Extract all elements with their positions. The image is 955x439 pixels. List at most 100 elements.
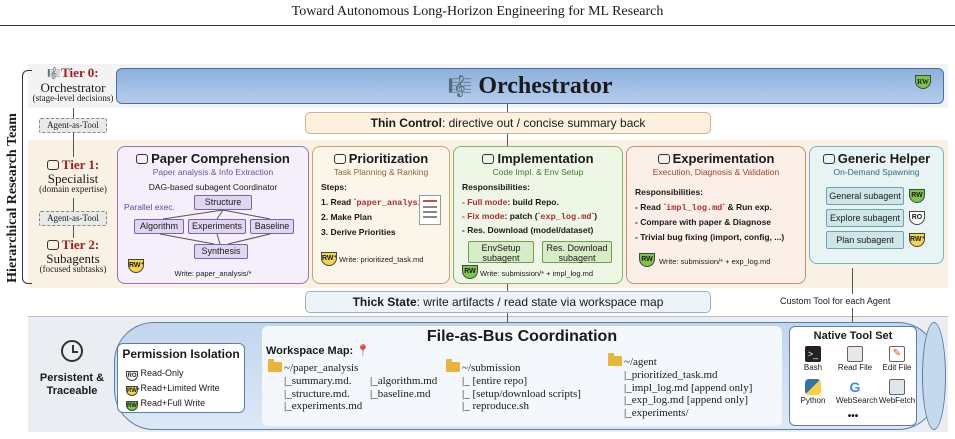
header-rule [0,25,955,26]
exp-r2: - Compare with paper & Diagnose [635,217,772,227]
gen-subtitle: On-Demand Spawning [833,167,920,177]
orchestrator-title: Orchestrator [478,73,613,99]
node-synthesis: Synthesis [194,244,248,259]
custom-tool-label: Custom Tool for each Agent [780,296,891,306]
impl-r3: - Res. Download (model/dataset) [462,225,594,235]
map-pin-icon: 📍 [356,345,370,357]
conductor-icon: 🎼 [47,68,62,80]
impl-r1: - Full mode: build Repo. [462,197,559,207]
impl-title: Implementation [497,151,594,166]
paper-write-label: Write: paper_analysis/* [174,269,252,278]
explore-subagent: Explore subagent [826,209,904,227]
persistent-traceable: Persistent & Traceable [39,372,105,397]
folder-submission: ~/submission [446,359,521,375]
native-title: Native Tool Set [813,330,893,342]
envsetup-subagent: EnvSetup subagent [468,241,534,263]
tier0-title: Tier 0: [61,65,99,80]
folder-icon [446,359,460,372]
tier2-label: Tier 2: Subagents (focused subtasks) [30,238,116,275]
permission-isolation: Permission Isolation RO Read-Only RW⁺ Re… [117,343,245,413]
connector-line [73,198,74,212]
rw-plus-badge: RW⁺ [128,259,144,273]
cylinder-cap [922,322,946,430]
rw-plus-badge: RW⁺ [321,252,337,266]
thick-state-bold: Thick State [352,295,417,309]
orchestrator-bar: 🎼 Orchestrator RW [116,68,944,104]
dag-coordinator-label: DAG-based subagent Coordinator [148,182,278,192]
robot-icon [482,154,495,164]
folder-icon [268,359,282,372]
side-label-text: Hierarchical Research Team [5,113,20,283]
rw-plus-badge: RW⁺ [909,233,925,247]
tier0-name: Orchestrator [40,79,106,95]
document-icon [419,195,441,225]
prioritization-card: Prioritization Task Planning & Ranking S… [312,146,450,284]
connector-line [73,226,74,238]
prio-subtitle: Task Planning & Ranking [333,167,429,177]
paper-files-col2: |_algorithm.md |_baseline.md [370,375,438,400]
webfetch-icon [889,379,905,395]
folder-icon [608,353,622,366]
arrow-line [507,134,508,146]
implementation-card: Implementation Code Impl. & Env Setup Re… [453,146,623,284]
impl-subtitle: Code Impl. & Env Setup [492,167,584,177]
robot-icon [822,154,835,164]
parallel-exec-label: Parallel exec. [124,202,176,212]
robot-icon [46,240,59,250]
rw-badge: RW [909,189,925,203]
robot-icon [46,160,59,170]
thin-control: Thin Control: directive out / concise su… [305,112,711,134]
arrow-line [507,104,508,112]
arrow-line [852,268,853,294]
thin-control-rest: : directive out / concise summary back [441,116,646,130]
more-tools: ••• [847,411,859,422]
connector-line [73,108,74,118]
robot-icon [333,154,346,164]
steps-label: Steps: [321,182,347,192]
generic-helper-card: Generic Helper On-Demand Spawning Genera… [809,146,944,264]
exp-r3: - Trivial bug fixing (import, config, ..… [635,232,785,242]
exp-write-label: Write: submission/* + exp_log.md [659,257,771,266]
rw-badge: RW [639,253,655,267]
exp-resp-label: Responsibilities: [635,187,704,197]
workspace-map-label: Workspace Map: 📍 [266,345,370,357]
file-as-bus-title: File-as-Bus Coordination [426,328,618,345]
page-header: Toward Autonomous Long-Horizon Engineeri… [291,4,664,19]
prio-write-label: Write: prioritized_task.md [339,255,424,264]
node-algorithm: Algorithm [134,219,184,234]
tool-read-file: Read File [836,346,874,372]
hierarchy-brace [22,70,32,284]
robot-icon [136,154,149,164]
workspace-panel: File-as-Bus Coordination Workspace Map: … [262,326,782,426]
google-icon: G [849,379,861,395]
tier1-title: Tier 1: [61,157,100,172]
experimentation-card: Experimentation Execution, Diagnosis & V… [626,146,806,284]
permission-title: Permission Isolation [122,347,240,361]
native-tool-set: Native Tool Set >_Bash Read File ✎Edit F… [789,326,917,426]
tier2-name: Subagents [46,250,100,266]
node-experiments: Experiments [188,219,246,234]
tier0-label: 🎼Tier 0: Orchestrator (stage-level decis… [30,66,116,104]
read-file-icon [847,346,863,362]
tier2-desc: (focused subtasks) [39,264,107,275]
perm-item-rw: RW Read+Full Write [126,398,206,411]
paper-title: Paper Comprehension [151,151,290,166]
tier0-desc: (stage-level decisions) [32,93,114,104]
thick-state-rest: : write artifacts / read state via works… [416,295,664,309]
tool-edit-file: ✎Edit File [882,346,912,372]
tool-webfetch: WebFetch [878,379,916,405]
ro-badge: RO [909,211,925,225]
perm-item-rw-plus: RW⁺ Read+Limited Write [126,383,220,396]
edit-file-icon: ✎ [889,346,905,362]
gen-title: Generic Helper [837,151,931,166]
paper-subtitle: Paper analysis & Info Extraction [152,167,274,177]
impl-resp-label: Responsibilities: [462,182,531,192]
node-structure: Structure [194,195,252,210]
plan-subagent: Plan subagent [826,231,904,249]
thick-state: Thick State: write artifacts / read stat… [305,291,711,313]
conductor-icon: 🎼 [447,76,473,98]
tool-bash: >_Bash [794,346,832,372]
agent-as-tool-2: Agent-as-Tool [39,211,107,226]
folder-paper-analysis: ~/paper_analysis [268,359,358,375]
